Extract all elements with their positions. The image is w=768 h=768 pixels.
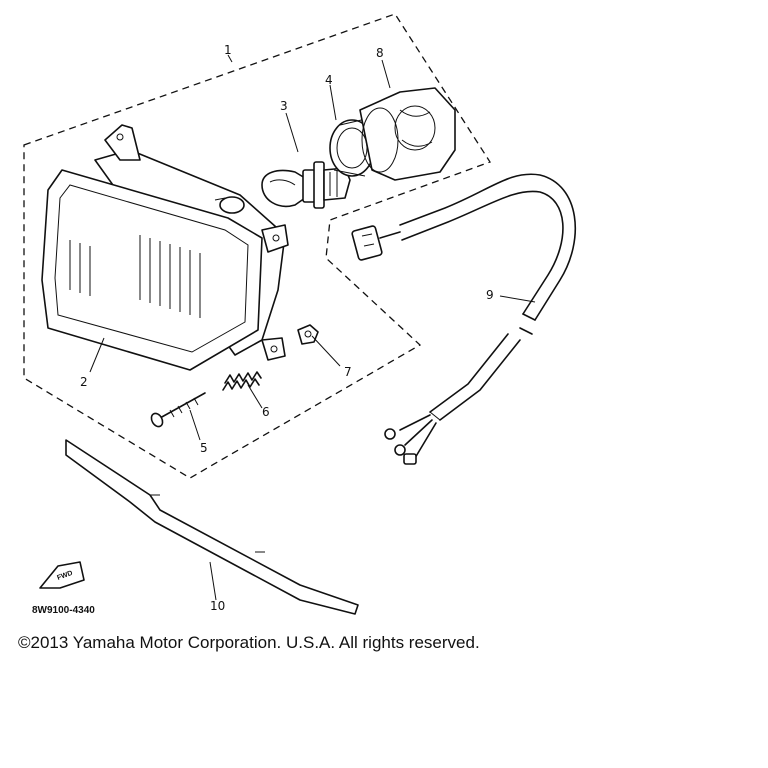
nut[interactable] bbox=[297, 324, 319, 345]
callout-7: 7 bbox=[344, 365, 352, 379]
callout-8: 8 bbox=[376, 46, 384, 60]
fwd-arrow-icon: FWD bbox=[39, 561, 85, 589]
headlight-unit[interactable] bbox=[41, 124, 289, 371]
callout-4: 4 bbox=[325, 73, 333, 87]
assembly-boundary-1 bbox=[23, 13, 491, 479]
socket-cover[interactable] bbox=[329, 117, 375, 177]
diagram-code: 8W9100-4340 bbox=[32, 605, 95, 616]
bulb-socket-cover[interactable] bbox=[359, 87, 456, 181]
spring[interactable] bbox=[222, 371, 262, 391]
wire-harness[interactable] bbox=[351, 173, 577, 465]
callout-5: 5 bbox=[200, 441, 208, 455]
callout-1: 1 bbox=[224, 43, 232, 57]
callout-10: 10 bbox=[210, 599, 225, 613]
adjusting-screw[interactable] bbox=[149, 392, 206, 429]
leader-lines bbox=[89, 54, 536, 601]
bulb[interactable] bbox=[261, 161, 351, 209]
copyright-notice: ©2013 Yamaha Motor Corporation. U.S.A. A… bbox=[18, 633, 480, 652]
headlight-bracket[interactable] bbox=[65, 439, 359, 615]
callout-2: 2 bbox=[80, 375, 88, 389]
callout-6: 6 bbox=[262, 405, 270, 419]
callout-9: 9 bbox=[486, 288, 494, 302]
callout-3: 3 bbox=[280, 99, 288, 113]
